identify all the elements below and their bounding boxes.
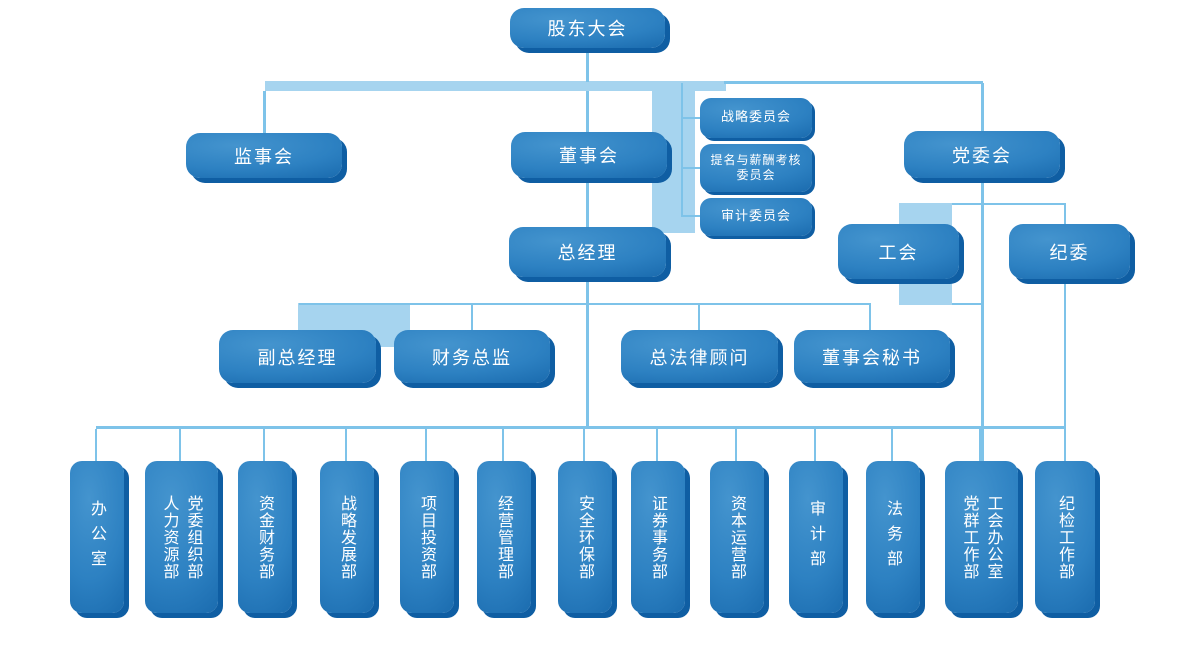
node-label: 总经理 [557,243,618,264]
dept-label: 党委组织部人力资源部 [160,494,204,580]
node-labor-union: 工会 [838,224,959,279]
dept-office: 办公室 [70,461,124,613]
connector-line [586,178,589,227]
dept-discipline-inspection-work: 纪检工作部 [1035,461,1095,613]
dept-label: 资本运营部 [728,494,747,580]
node-label: 纪委 [1049,242,1090,264]
connector-line [681,83,683,216]
connector-line [979,429,981,462]
connector-line [698,305,700,330]
connector-line [681,215,700,217]
connector-line [891,429,893,462]
connector-line [981,178,984,461]
node-general-manager: 总经理 [509,227,666,277]
connector-line [681,117,700,119]
dept-operations-management: 经营管理部 [477,461,531,613]
connector-line [656,429,658,462]
connector-line [179,429,181,462]
node-nomination-remuneration-committee: 提名与薪酬考核委员会 [700,144,812,192]
connector-line [735,429,737,462]
node-label: 总法律顾问 [649,347,750,369]
connector-line [502,429,504,462]
connector-line [952,303,982,305]
dept-strategy-development: 战略发展部 [320,461,374,613]
dept-label: 经营管理部 [495,494,514,580]
connector-line [299,303,871,305]
node-board-of-directors: 董事会 [511,132,667,178]
decor-bar-top [265,81,726,91]
node-label: 董事会秘书 [822,347,922,369]
dept-label: 法务部 [884,499,903,575]
connector-line [1064,205,1066,224]
node-label: 党委会 [952,145,1012,167]
connector-line [814,429,816,462]
node-cfo: 财务总监 [394,330,550,383]
dept-project-investment: 项目投资部 [400,461,454,613]
node-board-of-supervisors: 监事会 [186,133,342,178]
connector-line [583,429,585,462]
dept-label: 战略发展部 [338,494,357,580]
connector-line [586,48,589,82]
dept-label: 办公室 [88,499,107,575]
node-shareholders-meeting: 股东大会 [510,8,665,48]
connector-line [263,429,265,462]
connector-line [981,83,984,131]
node-label: 董事会 [559,146,619,167]
node-label: 副总经理 [257,347,338,369]
dept-finance: 资金财务部 [238,461,292,613]
connector-line [345,429,347,462]
node-label: 提名与薪酬考核委员会 [710,153,802,182]
dept-capital-operations: 资本运营部 [710,461,764,613]
node-label: 工会 [878,242,919,264]
node-board-secretary: 董事会秘书 [794,330,950,383]
dept-label: 纪检工作部 [1056,494,1075,580]
dept-label: 项目投资部 [418,494,437,580]
dept-label: 审计部 [807,499,826,575]
dept-securities-affairs: 证券事务部 [631,461,685,613]
connector-line [586,277,589,427]
dept-legal: 法务部 [866,461,920,613]
node-strategy-committee: 战略委员会 [700,98,812,138]
connector-line [586,91,589,132]
node-label: 财务总监 [432,347,512,369]
connector-line [95,429,97,462]
dept-party-organization-hr: 党委组织部人力资源部 [145,461,218,613]
dept-safety-environment: 安全环保部 [558,461,612,613]
connector-line [96,426,1066,429]
connector-line [263,91,266,133]
node-label: 股东大会 [547,19,628,40]
node-label: 审计委员会 [720,208,791,224]
connector-line [869,303,871,331]
node-general-counsel: 总法律顾问 [621,330,778,383]
node-deputy-general-manager: 副总经理 [219,330,376,383]
dept-label: 证券事务部 [649,494,668,580]
dept-audit: 审计部 [789,461,843,613]
connector-line [952,203,1066,205]
node-label: 战略委员会 [720,109,791,125]
connector-line [471,305,473,330]
dept-union-office-party-mass-work: 工会办公室党群工作部 [945,461,1018,613]
dept-label: 资金财务部 [256,494,275,580]
dept-label: 工会办公室党群工作部 [960,494,1004,580]
node-label: 监事会 [234,146,294,168]
connector-line [681,167,700,169]
connector-line [724,81,983,84]
dept-label: 安全环保部 [576,494,595,580]
node-discipline-commission: 纪委 [1009,224,1130,279]
connector-line [425,429,427,462]
node-party-committee: 党委会 [904,131,1060,178]
node-audit-committee: 审计委员会 [700,198,812,236]
connector-line [1064,279,1066,461]
